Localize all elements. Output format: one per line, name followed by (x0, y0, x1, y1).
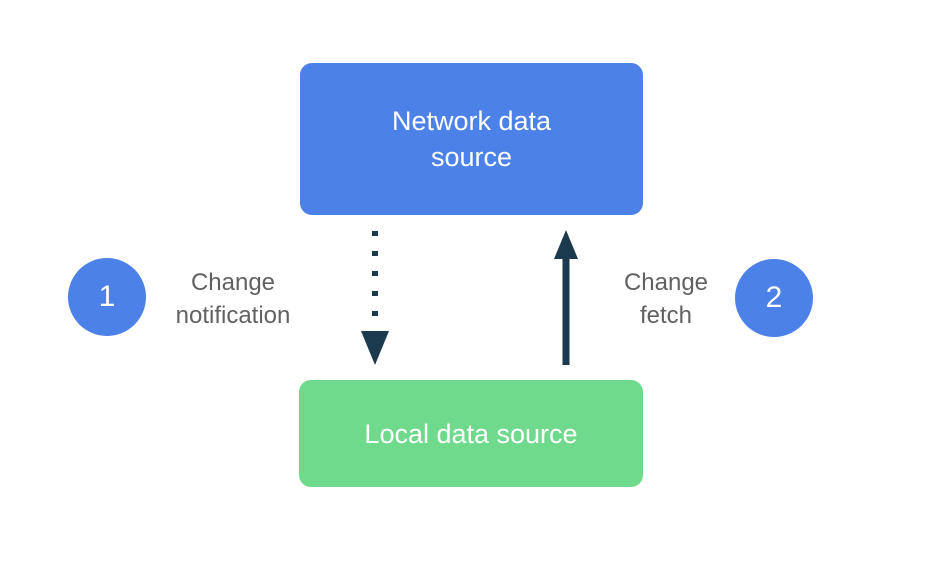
step-1-number: 1 (98, 280, 116, 313)
local-data-source-label: Local data source (364, 418, 578, 449)
local-data-source-node: Local data source (299, 380, 643, 487)
step-1-badge: 1 (68, 258, 146, 336)
change-notification-arrow (361, 231, 389, 365)
arrowhead-down-icon (361, 331, 389, 365)
network-data-source-label: Network data source (391, 106, 552, 172)
step-2-label: Change fetch (623, 269, 709, 329)
step-2-badge: 2 (735, 259, 813, 337)
arrowhead-up-icon (554, 230, 578, 259)
step-2-number: 2 (765, 281, 783, 314)
step-1-label: Change notification (175, 269, 291, 329)
network-data-source-node: Network data source (300, 63, 643, 215)
change-fetch-arrow (554, 230, 578, 365)
